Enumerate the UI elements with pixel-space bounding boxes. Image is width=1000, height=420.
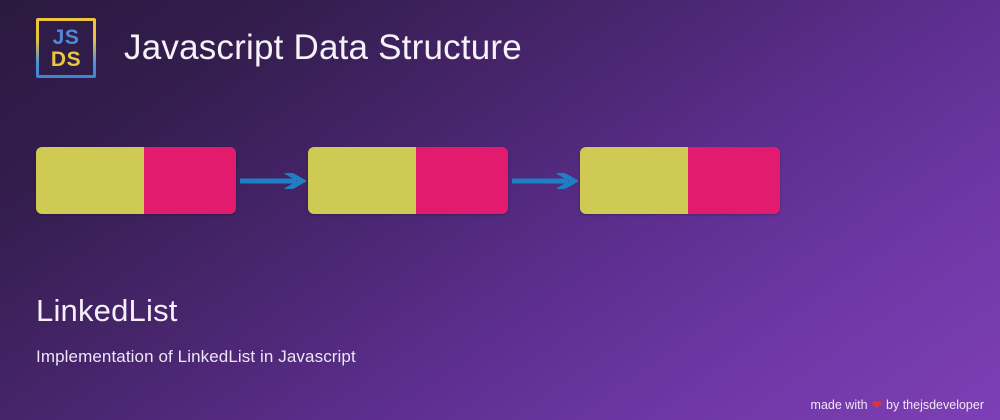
credit-author-text: by thejsdeveloper bbox=[886, 398, 984, 412]
node-value-cell bbox=[580, 147, 688, 214]
heart-icon: ❤ bbox=[871, 397, 883, 412]
logo-ds-text: DS bbox=[50, 47, 82, 71]
list-node bbox=[308, 147, 508, 214]
page-title: Javascript Data Structure bbox=[124, 28, 522, 67]
node-value-cell bbox=[36, 147, 144, 214]
node-next-pointer-cell bbox=[688, 147, 780, 214]
node-next-pointer-cell bbox=[144, 147, 236, 214]
credit-line: made with ❤ by thejsdeveloper bbox=[811, 398, 984, 412]
node-link-arrow-icon bbox=[240, 173, 306, 189]
node-next-pointer-cell bbox=[416, 147, 508, 214]
structure-description: Implementation of LinkedList in Javascri… bbox=[36, 347, 356, 366]
node-link-arrow-icon bbox=[512, 173, 578, 189]
header: JS DS Javascript Data Structure bbox=[36, 18, 522, 78]
logo-js-text: JS bbox=[52, 25, 80, 49]
node-value-cell bbox=[308, 147, 416, 214]
list-node bbox=[36, 147, 236, 214]
jsds-logo: JS DS bbox=[36, 18, 96, 78]
credit-made-with-text: made with bbox=[810, 398, 868, 412]
structure-name: LinkedList bbox=[36, 293, 178, 328]
list-node bbox=[580, 147, 780, 214]
linked-list-diagram bbox=[0, 147, 1000, 214]
